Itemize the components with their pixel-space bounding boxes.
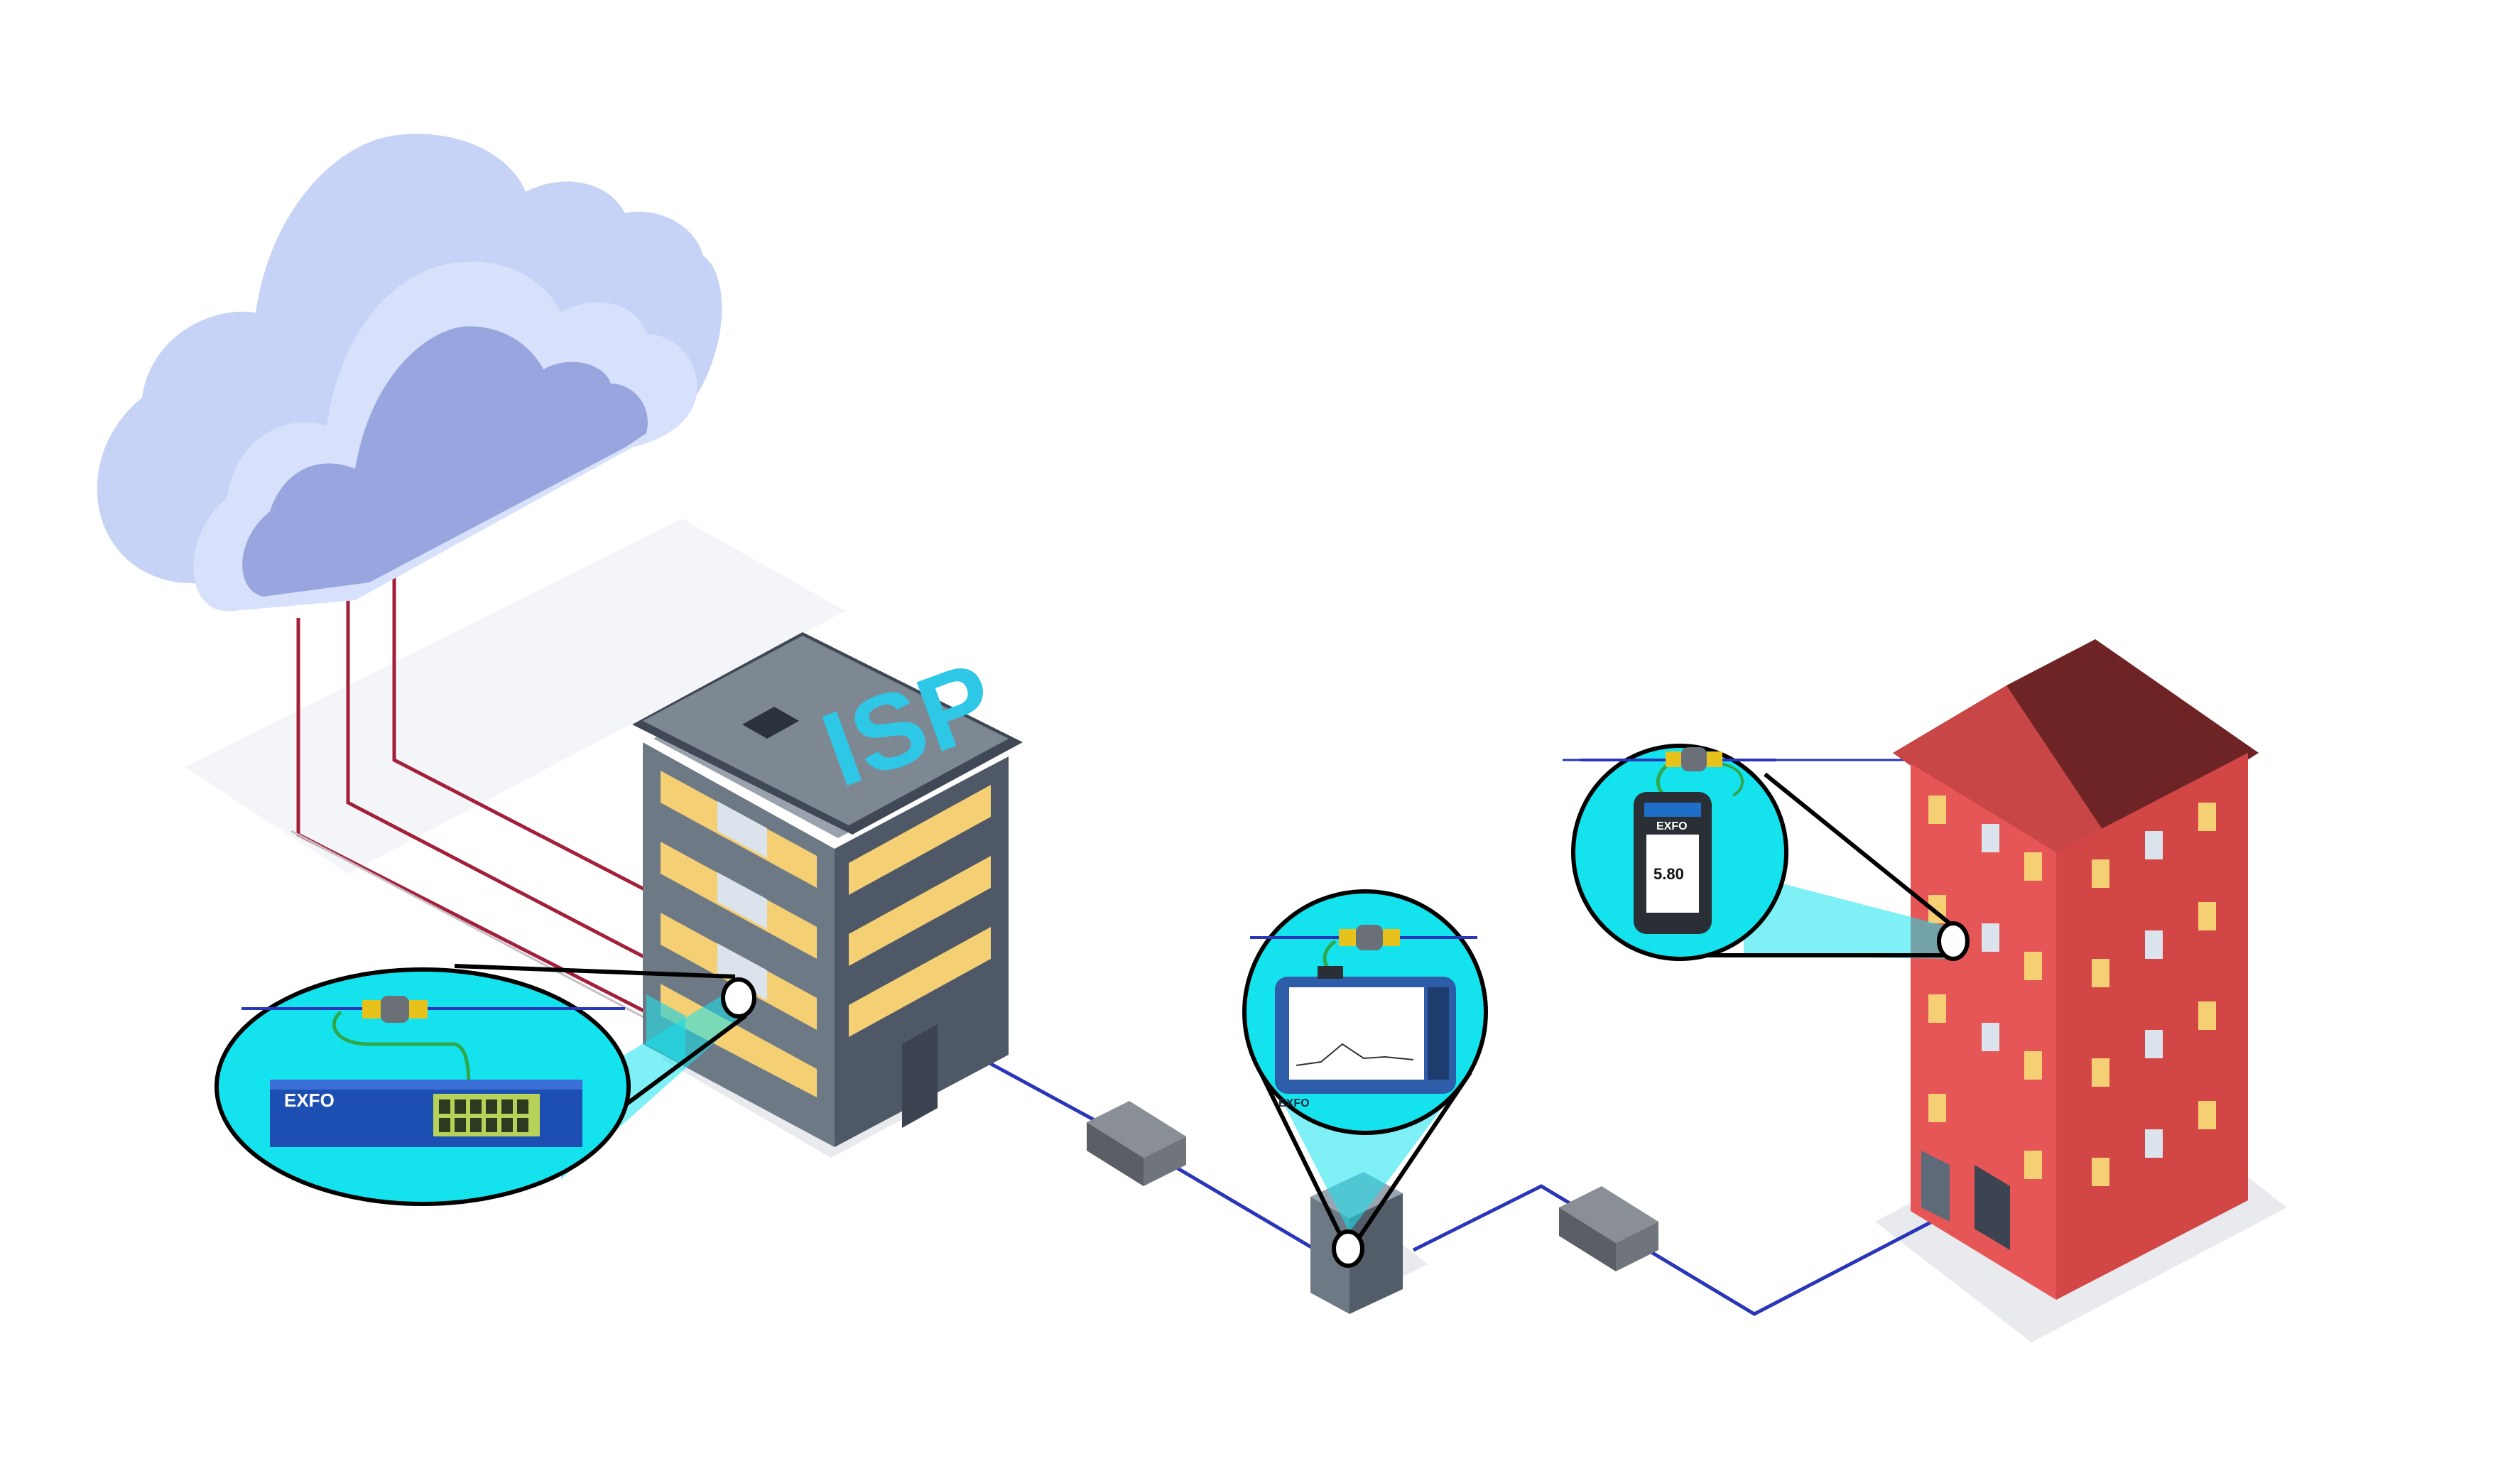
fiber-connector-icon: [362, 996, 428, 1023]
fiber-connector-icon: [1339, 925, 1400, 950]
handheld-brand: EXFO: [1656, 820, 1688, 832]
rack-mounted-tester-icon: EXFO: [270, 1080, 582, 1147]
zoom-callout-cabinet: EXFO: [1242, 889, 1488, 1268]
cloud-uplink-fibers: [290, 568, 712, 1031]
fiber-connector-icon: [1666, 747, 1722, 771]
residential-building-icon: [1893, 639, 2259, 1300]
fiber-splice-closure-icon: [1087, 1101, 1186, 1186]
rack-tester-brand: EXFO: [284, 1090, 335, 1111]
cloud-icon: [97, 134, 722, 612]
tablet-tester-brand: EXFO: [1278, 1097, 1310, 1109]
zoom-callout-residence: EXFO 5.80: [1571, 744, 1970, 961]
handheld-power-meter-icon: EXFO 5.80: [1634, 792, 1712, 934]
zoom-callout-isp: EXFO: [214, 964, 756, 1206]
fiber-splice-closure-icon: [1559, 1186, 1658, 1271]
handheld-reading: 5.80: [1653, 865, 1684, 883]
tablet-tester-icon: EXFO: [1275, 966, 1456, 1109]
